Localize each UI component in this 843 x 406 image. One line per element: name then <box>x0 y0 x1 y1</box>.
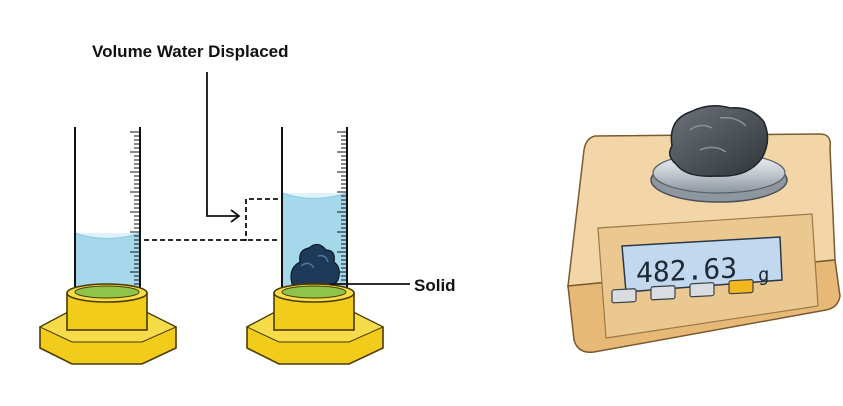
digital-scale-icon: 482.63 g <box>567 105 841 353</box>
weight-reading: 482.63 <box>636 251 737 289</box>
scale-button-1[interactable] <box>611 288 637 304</box>
volume-displaced-label: Volume Water Displaced <box>92 42 289 61</box>
lcd-display <box>621 236 783 293</box>
solid-label: Solid <box>414 276 456 295</box>
scale-button-3[interactable] <box>689 282 715 298</box>
weight-unit: g <box>758 264 769 287</box>
volume-leader-line <box>206 72 238 217</box>
right-cylinder-base <box>245 283 385 365</box>
displacement-indicator <box>144 72 280 241</box>
scale-button-4[interactable] <box>728 279 754 295</box>
left-water <box>75 233 140 288</box>
left-graduated-cylinder <box>38 127 178 365</box>
left-scale-ticks <box>130 131 140 285</box>
right-scale-ticks <box>337 131 347 285</box>
rock-icon <box>669 105 769 177</box>
left-cylinder-base <box>38 283 178 365</box>
right-graduated-cylinder <box>245 127 385 365</box>
arrow-right-icon <box>230 209 241 223</box>
scale-button-2[interactable] <box>650 285 676 301</box>
